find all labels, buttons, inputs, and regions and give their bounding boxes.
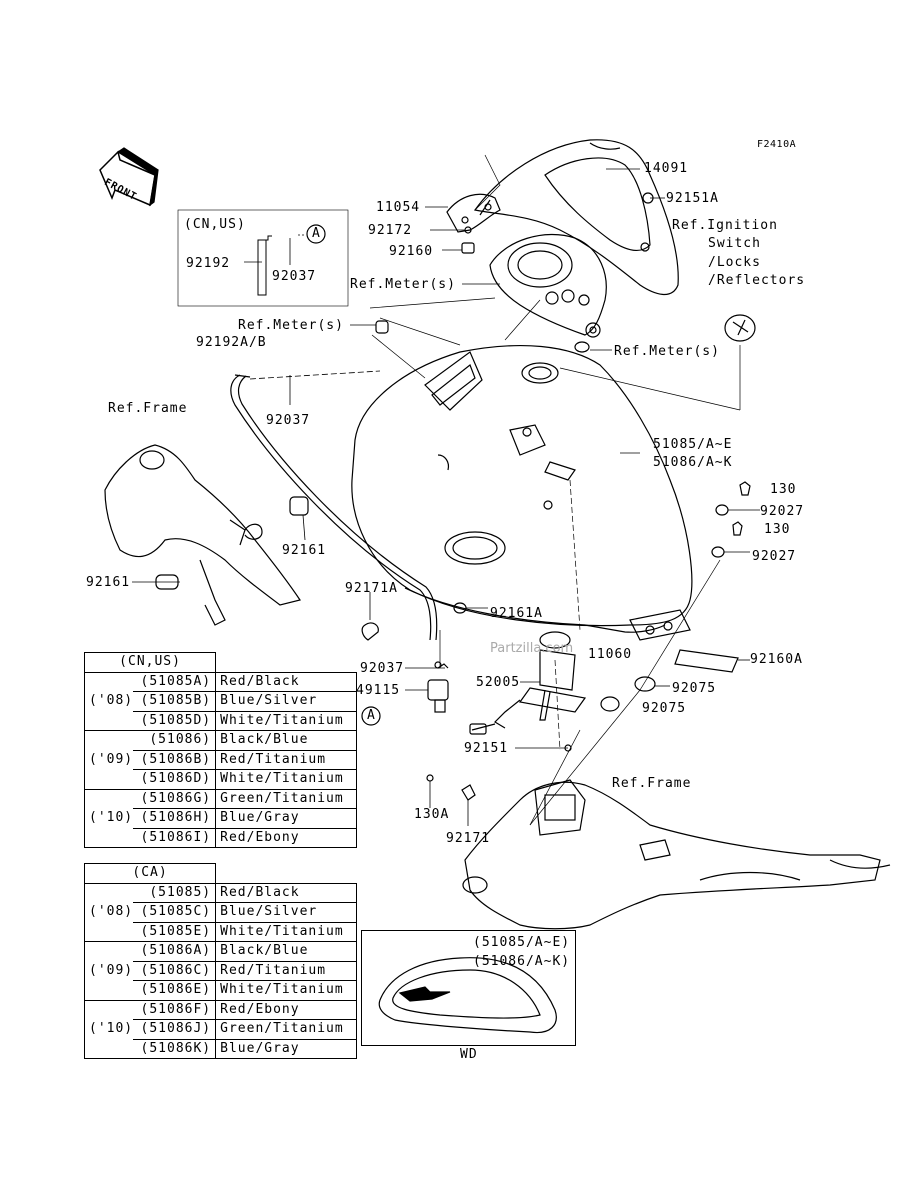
part-92172-label: 92172 (368, 223, 413, 238)
table-row: ('10)(51086J)Green/Titanium (84, 1019, 358, 1039)
damper-92075-a-icon (634, 676, 656, 692)
part-130-label-a: 130 (770, 482, 797, 497)
part-92171A-label: 92171A (345, 581, 398, 596)
part-130A-label: 130A (414, 807, 450, 822)
table-cnus-header: (CN,US) (83, 652, 216, 672)
watermark-text: Partzilla.com (490, 641, 574, 656)
ref-frame-label-1: Ref.Frame (108, 401, 188, 416)
color-table-cnus: (CN,US) (51085A)Red/Black ('08)(51085B)B… (83, 652, 358, 848)
table-row: (51086E)White/Titanium (84, 980, 358, 1000)
part-92151-label: 92151 (464, 741, 509, 756)
table-row: (51086A)Black/Blue (84, 941, 358, 961)
table-row: (51085)Red/Black (84, 882, 358, 903)
ref-frame-label-2: Ref.Frame (612, 776, 692, 791)
fuel-tank-part (351, 344, 693, 641)
part-92075-label-a: 92075 (672, 681, 717, 696)
part-92171-label: 92171 (446, 831, 491, 846)
part-11054-label: 11054 (376, 200, 421, 215)
table-row: (51086D)White/Titanium (84, 769, 358, 789)
table-row: (51085E)White/Titanium (84, 921, 358, 942)
bracket-part (446, 193, 501, 233)
front-frame-part (104, 444, 301, 626)
circle-a-main-label: A (367, 708, 376, 723)
reflector-cap-icon (724, 314, 756, 342)
meter-grommet-2-icon (574, 341, 590, 353)
wd-inset-caption: WD (460, 1047, 478, 1062)
table-row: (51086G)Green/Titanium (84, 788, 358, 809)
part-92037-label-b: 92037 (360, 661, 405, 676)
wd-inset-box (361, 930, 576, 1046)
ref-meter-label-1: Ref.Meter(s) (350, 277, 456, 292)
part-92161-label-a: 92161 (282, 543, 327, 558)
wd-inset-line1: (51085/A~E) (473, 935, 571, 950)
circle-a-inset-icon (306, 224, 326, 244)
ref-meter-label-3: Ref.Meter(s) (614, 344, 720, 359)
part-92161-label-b: 92161 (86, 575, 131, 590)
table-row: ('08)(51085B)Blue/Silver (84, 691, 358, 711)
part-92151A-label: 92151A (666, 191, 719, 206)
table-row: ('08)(51085C)Blue/Silver (84, 902, 358, 922)
figure-code: F2410A (757, 139, 797, 150)
table-row: ('09)(51086B)Red/Titanium (84, 749, 358, 770)
table-row: ('10)(51086H)Blue/Gray (84, 808, 358, 828)
grommet-92160-icon (461, 242, 475, 254)
part-92160A-label: 92160A (750, 652, 803, 667)
part-92161A-label: 92161A (490, 606, 543, 621)
ref-meter-label-2: Ref.Meter(s) (238, 318, 344, 333)
inset-part-92192-label: 92192 (186, 256, 231, 271)
inset-circle-a-label: A (312, 226, 321, 241)
table-row: (51085A)Red/Black (84, 671, 358, 692)
circle-a-main-icon (361, 706, 381, 726)
ref-ignition-label-1: Ref.Ignition (672, 218, 778, 233)
inset-title: (CN,US) (184, 217, 246, 232)
ref-ignition-label-4: /Reflectors (708, 273, 806, 288)
part-49115-label: 49115 (356, 683, 401, 698)
table-row: (51086F)Red/Ebony (84, 999, 358, 1020)
part-51085-label: 51085/A~E (653, 437, 733, 452)
clip-92171-icon (461, 784, 476, 801)
part-52005-label: 52005 (476, 675, 521, 690)
part-14091-label: 14091 (644, 161, 689, 176)
table-row: (51086I)Red/Ebony (84, 827, 358, 848)
bolt-130A-icon (426, 774, 434, 782)
meter-grommet-icon (375, 320, 389, 334)
part-92037-label-a: 92037 (266, 413, 311, 428)
washer-92027-a-icon (715, 504, 729, 516)
fuel-pump-part (469, 631, 587, 735)
breather-hose-part (230, 374, 438, 641)
bolt-130-b-icon (732, 521, 743, 536)
part-130-label-b: 130 (764, 522, 791, 537)
rear-frame-part (426, 744, 891, 930)
table-row: (51085D)White/Titanium (84, 710, 358, 731)
part-92075-label-b: 92075 (642, 701, 687, 716)
part-92027-label-b: 92027 (752, 549, 797, 564)
bolt-130-a-icon (739, 481, 751, 496)
part-92160-label: 92160 (389, 244, 434, 259)
wd-tank-graphic (378, 957, 557, 1034)
color-table-ca: (CA) (51085)Red/Black ('08)(51085C)Blue/… (83, 863, 358, 1059)
damper-92161-a-icon (289, 496, 309, 516)
part-92027-label-a: 92027 (760, 504, 805, 519)
table-ca-header: (CA) (83, 863, 216, 883)
damper-92075-b-icon (600, 696, 620, 712)
front-arrow-icon (99, 147, 159, 207)
ref-ignition-label-2: Switch (708, 236, 761, 251)
clip-92171A-icon (361, 622, 379, 641)
fuel-filter-part (427, 661, 449, 713)
part-92192AB-label: 92192A/B (196, 335, 267, 350)
part-11060-label: 11060 (588, 647, 633, 662)
part-51086-label: 51086/A~K (653, 455, 733, 470)
damper-holder-icon (244, 523, 263, 540)
wd-inset-line2: (51086/A~K) (473, 954, 571, 969)
pad-92160A-icon (674, 649, 739, 673)
clamp-92037-icon (437, 663, 449, 669)
ref-ignition-label-3: /Locks (708, 255, 761, 270)
table-row: (51086K)Blue/Gray (84, 1038, 358, 1059)
meter-part (489, 233, 607, 338)
inset-part-92037-label: 92037 (272, 269, 317, 284)
table-row: (51086)Black/Blue (84, 730, 358, 750)
washer-92027-b-icon (711, 546, 725, 558)
table-row: ('09)(51086C)Red/Titanium (84, 960, 358, 981)
